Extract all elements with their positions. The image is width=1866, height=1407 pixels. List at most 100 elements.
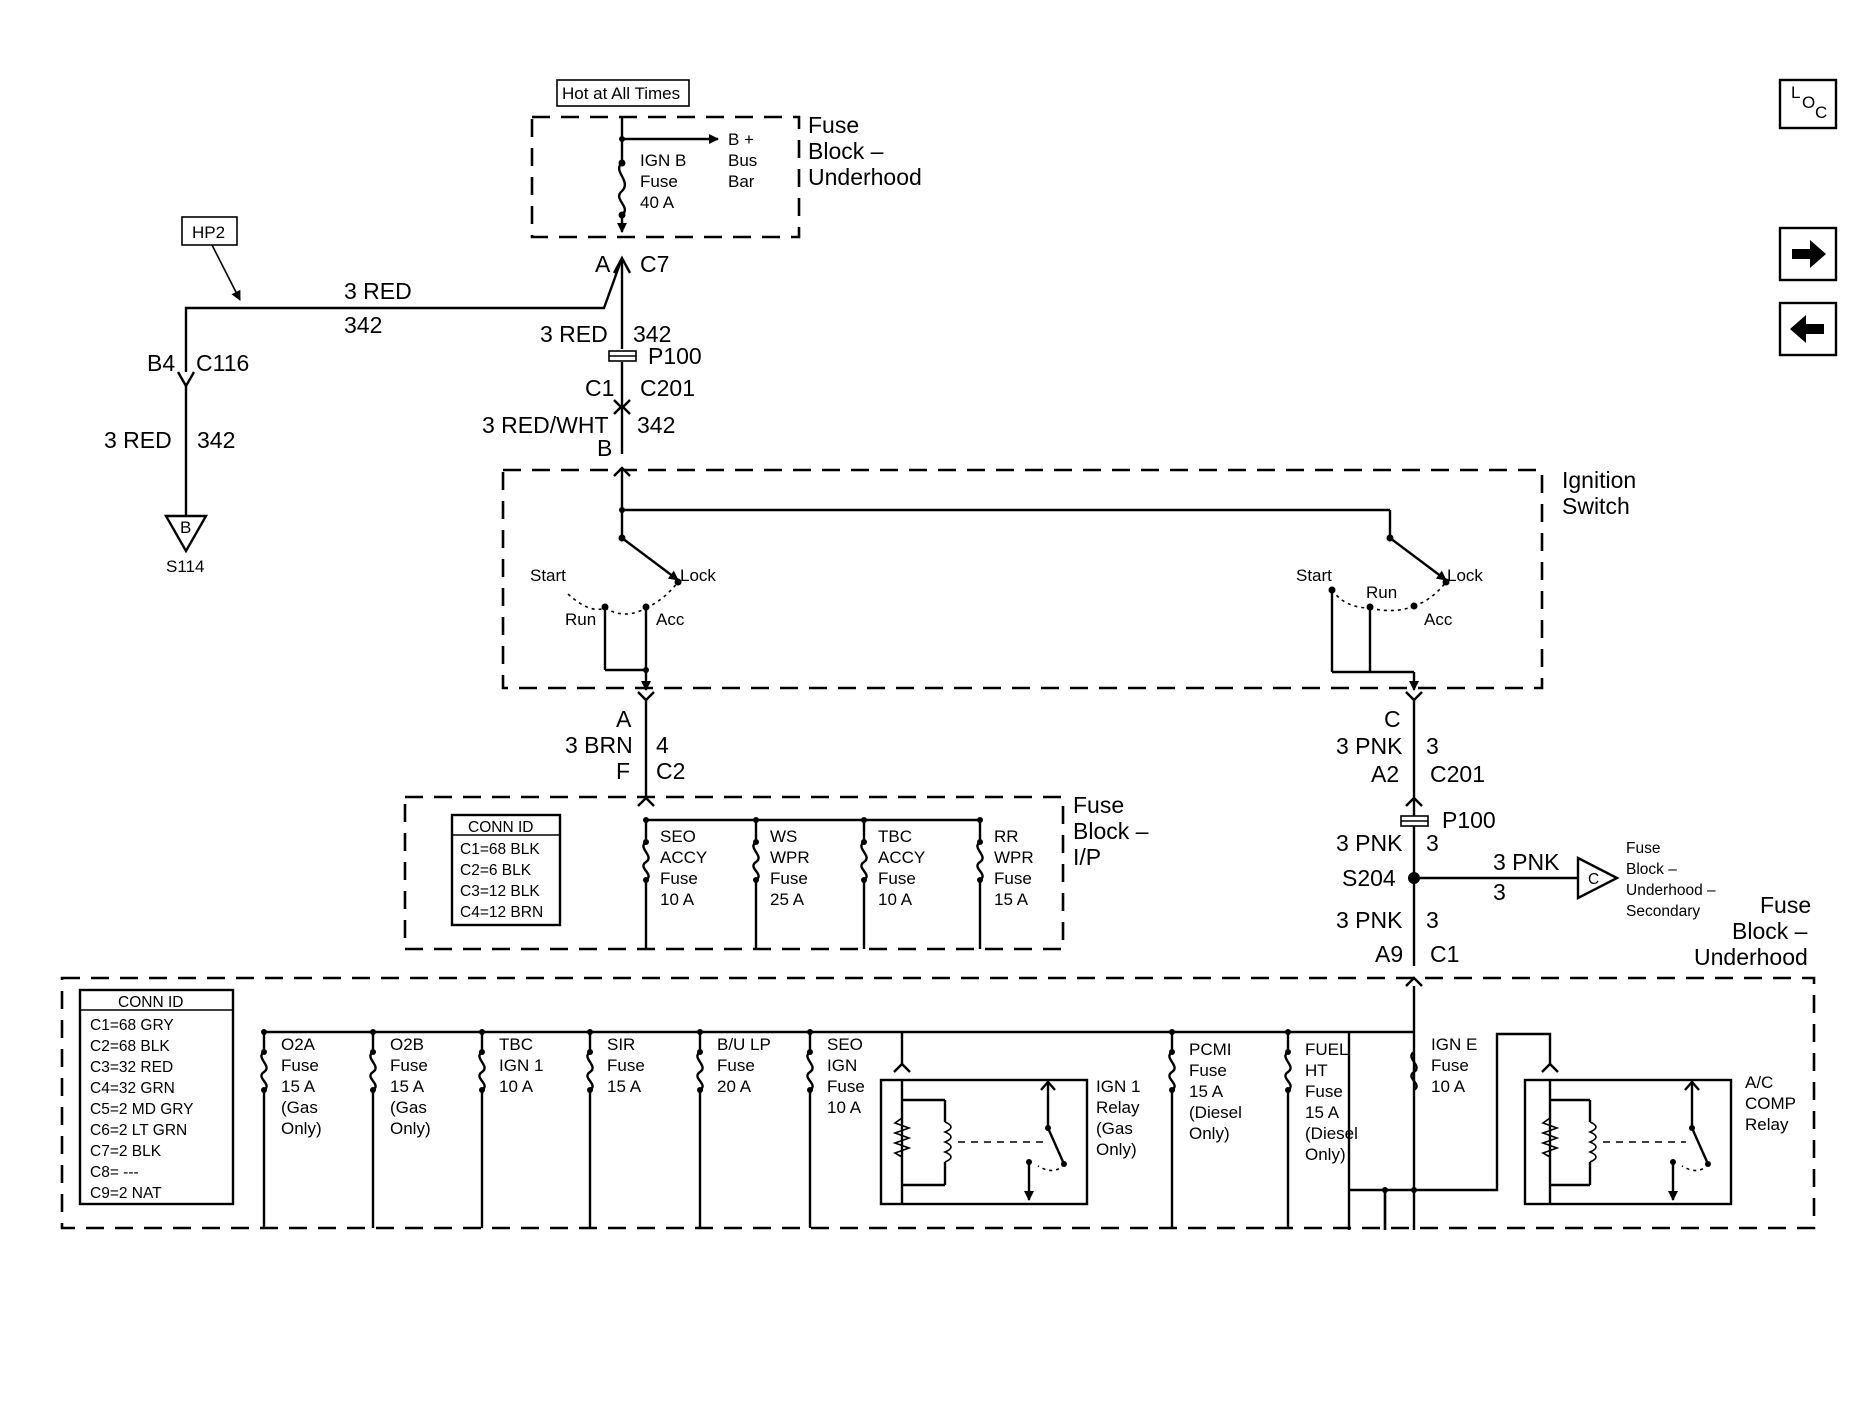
svg-text:C1=68 BLK: C1=68 BLK (460, 841, 540, 858)
svg-text:Fuse: Fuse (770, 869, 808, 888)
svg-text:342: 342 (344, 312, 382, 338)
wire-4-brn: A 3 BRN 4 F C2 (565, 691, 685, 807)
svg-text:WPR: WPR (770, 848, 810, 867)
fuse-icon (617, 162, 627, 216)
prev-page-button[interactable] (1778, 301, 1838, 357)
svg-text:Switch: Switch (1562, 493, 1630, 519)
svg-text:Fuse: Fuse (1073, 792, 1124, 818)
svg-text:IGN 1: IGN 1 (1096, 1077, 1140, 1096)
svg-text:PCMI: PCMI (1189, 1040, 1232, 1059)
svg-text:Run: Run (565, 610, 596, 629)
fuse-icon (696, 1051, 704, 1091)
ac-comp-relay: A/C COMP Relay (1347, 1032, 1796, 1230)
hp2-reference: HP2 (181, 216, 241, 301)
svg-text:Relay: Relay (1745, 1115, 1789, 1134)
fuse-icon (478, 1051, 486, 1091)
svg-text:A: A (595, 251, 611, 277)
svg-text:SEO: SEO (827, 1035, 863, 1054)
svg-text:40 A: 40 A (640, 193, 675, 212)
svg-text:O2A: O2A (281, 1035, 316, 1054)
svg-text:C8= ---: C8= --- (90, 1164, 139, 1181)
svg-text:3: 3 (1426, 830, 1439, 856)
svg-text:C4=32 GRN: C4=32 GRN (90, 1080, 175, 1097)
svg-text:Lock: Lock (680, 566, 716, 585)
svg-text:B4: B4 (147, 350, 175, 376)
svg-text:3 PNK: 3 PNK (1493, 849, 1560, 875)
svg-text:I/P: I/P (1073, 844, 1101, 870)
svg-text:Underhood –: Underhood – (1626, 882, 1716, 899)
svg-text:15 A: 15 A (1305, 1103, 1340, 1122)
svg-text:IGN B: IGN B (640, 151, 686, 170)
svg-text:ACCY: ACCY (878, 848, 925, 867)
svg-text:342: 342 (633, 321, 671, 347)
svg-text:Only): Only) (281, 1119, 322, 1138)
svg-text:Fuse: Fuse (607, 1056, 645, 1075)
svg-text:(Gas: (Gas (1096, 1119, 1133, 1138)
svg-text:3: 3 (1426, 907, 1439, 933)
next-page-button[interactable] (1778, 226, 1838, 282)
svg-text:15 A: 15 A (607, 1077, 642, 1096)
svg-text:3 PNK: 3 PNK (1336, 830, 1403, 856)
svg-text:C7: C7 (640, 251, 669, 277)
svg-text:C201: C201 (1430, 761, 1485, 787)
svg-text:C201: C201 (640, 375, 695, 401)
wire-342-branch: 3 RED 342 B4 C116 3 RED 342 B S114 (104, 257, 624, 576)
svg-text:(Diesel: (Diesel (1305, 1124, 1358, 1143)
svg-text:A: A (616, 706, 632, 732)
svg-text:Bar: Bar (728, 172, 755, 191)
svg-text:3 RED: 3 RED (344, 278, 412, 304)
svg-text:Block –: Block – (1732, 918, 1808, 944)
svg-text:Bus: Bus (728, 151, 757, 170)
svg-text:3: 3 (1426, 733, 1439, 759)
svg-text:B: B (597, 435, 612, 461)
svg-text:Acc: Acc (1424, 610, 1453, 629)
svg-text:C: C (1588, 871, 1599, 888)
svg-text:Ignition: Ignition (1562, 467, 1636, 493)
loc-c: C (1815, 103, 1827, 122)
svg-text:3 RED/WHT: 3 RED/WHT (482, 412, 609, 438)
svg-text:B +: B + (728, 130, 754, 149)
fuse-block-title-3: Underhood (808, 164, 922, 190)
svg-text:C9=2 NAT: C9=2 NAT (90, 1185, 162, 1202)
svg-text:Hot at All Times: Hot at All Times (562, 84, 680, 103)
svg-text:WPR: WPR (994, 848, 1034, 867)
svg-text:IGN: IGN (827, 1056, 857, 1075)
svg-text:ACCY: ACCY (660, 848, 707, 867)
svg-text:Fuse: Fuse (660, 869, 698, 888)
svg-text:TBC: TBC (499, 1035, 533, 1054)
svg-text:C5=2 MD GRY: C5=2 MD GRY (90, 1101, 194, 1118)
svg-text:C1: C1 (1430, 941, 1459, 967)
svg-text:C2=68 BLK: C2=68 BLK (90, 1038, 170, 1055)
fuse-icon (1284, 1051, 1292, 1091)
loc-button[interactable]: L O C (1778, 78, 1838, 130)
svg-text:3 PNK: 3 PNK (1336, 733, 1403, 759)
svg-text:Only): Only) (1189, 1124, 1230, 1143)
svg-text:Fuse: Fuse (281, 1056, 319, 1075)
svg-text:10 A: 10 A (1431, 1077, 1466, 1096)
svg-text:A/C: A/C (1745, 1073, 1773, 1092)
svg-text:C3=12 BLK: C3=12 BLK (460, 883, 540, 900)
ign1-relay: IGN 1 Relay (Gas Only) (879, 1032, 1140, 1206)
svg-text:IGN E: IGN E (1431, 1035, 1477, 1054)
svg-text:P100: P100 (648, 343, 702, 369)
svg-text:A9: A9 (1375, 941, 1403, 967)
svg-text:(Gas: (Gas (281, 1098, 318, 1117)
svg-text:Run: Run (1366, 583, 1397, 602)
svg-text:TBC: TBC (878, 827, 912, 846)
fuse-block-ip: Fuse Block – I/P CONN ID C1=68 BLK C2=6 … (403, 792, 1149, 951)
svg-text:Underhood: Underhood (1694, 944, 1808, 970)
svg-text:P100: P100 (1442, 807, 1496, 833)
svg-text:15 A: 15 A (390, 1077, 425, 1096)
fuse-icon (369, 1051, 377, 1091)
svg-text:15 A: 15 A (281, 1077, 316, 1096)
svg-text:O2B: O2B (390, 1035, 424, 1054)
svg-text:C4=12 BRN: C4=12 BRN (460, 904, 543, 921)
svg-text:Start: Start (1296, 566, 1332, 585)
svg-text:Acc: Acc (656, 610, 685, 629)
